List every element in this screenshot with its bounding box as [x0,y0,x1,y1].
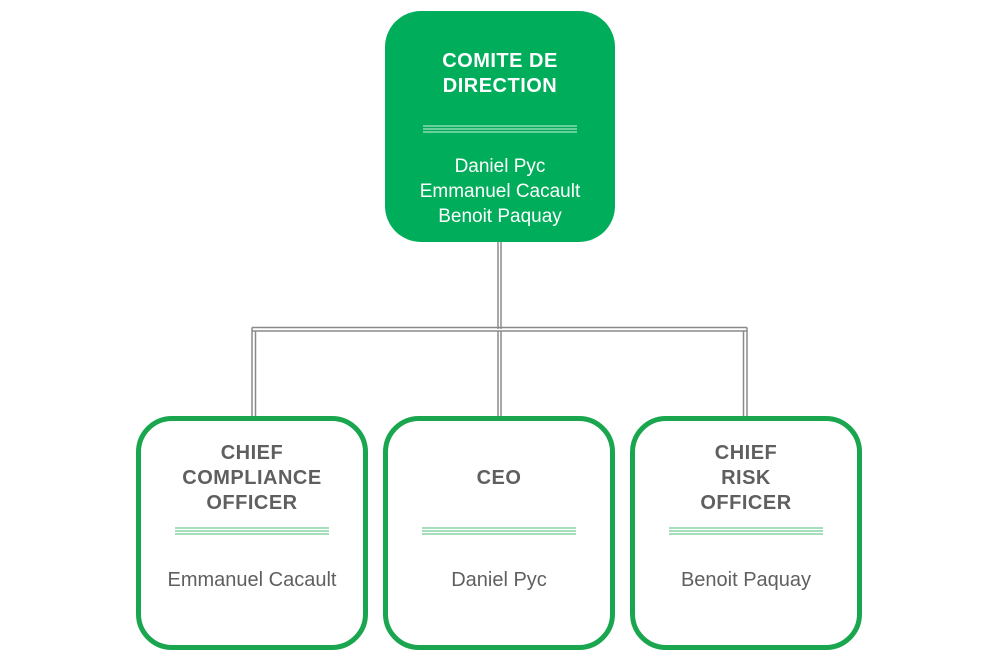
root-node-members: Daniel Pyc Emmanuel Cacault Benoit Paqua… [420,154,581,229]
child-node-member: Daniel Pyc [451,569,547,591]
child-node-title: CHIEF COMPLIANCE OFFICER [182,442,322,514]
root-member-name: Daniel Pyc [454,156,546,177]
root-node-title: COMITE DE DIRECTION [442,50,558,97]
child-node-title: CHIEF RISK OFFICER [700,442,792,514]
child-node-chief-compliance-officer: CHIEF COMPLIANCE OFFICER Emmanuel Cacaul… [136,416,368,650]
child-node-ceo: CEO Daniel Pyc [383,416,615,650]
child-node-divider [175,527,329,535]
child-node-divider [669,527,823,535]
root-member-name: Benoit Paquay [438,206,562,227]
child-node-divider [422,527,576,535]
root-node-comite-de-direction: COMITE DE DIRECTION Daniel Pyc Emmanuel … [385,11,615,242]
root-member-name: Emmanuel Cacault [419,181,581,202]
child-node-title: CEO [476,467,522,489]
root-node-divider [423,125,577,133]
child-node-chief-risk-officer: CHIEF RISK OFFICER Benoit Paquay [630,416,862,650]
child-node-member: Emmanuel Cacault [167,569,337,591]
child-node-member: Benoit Paquay [680,569,812,591]
